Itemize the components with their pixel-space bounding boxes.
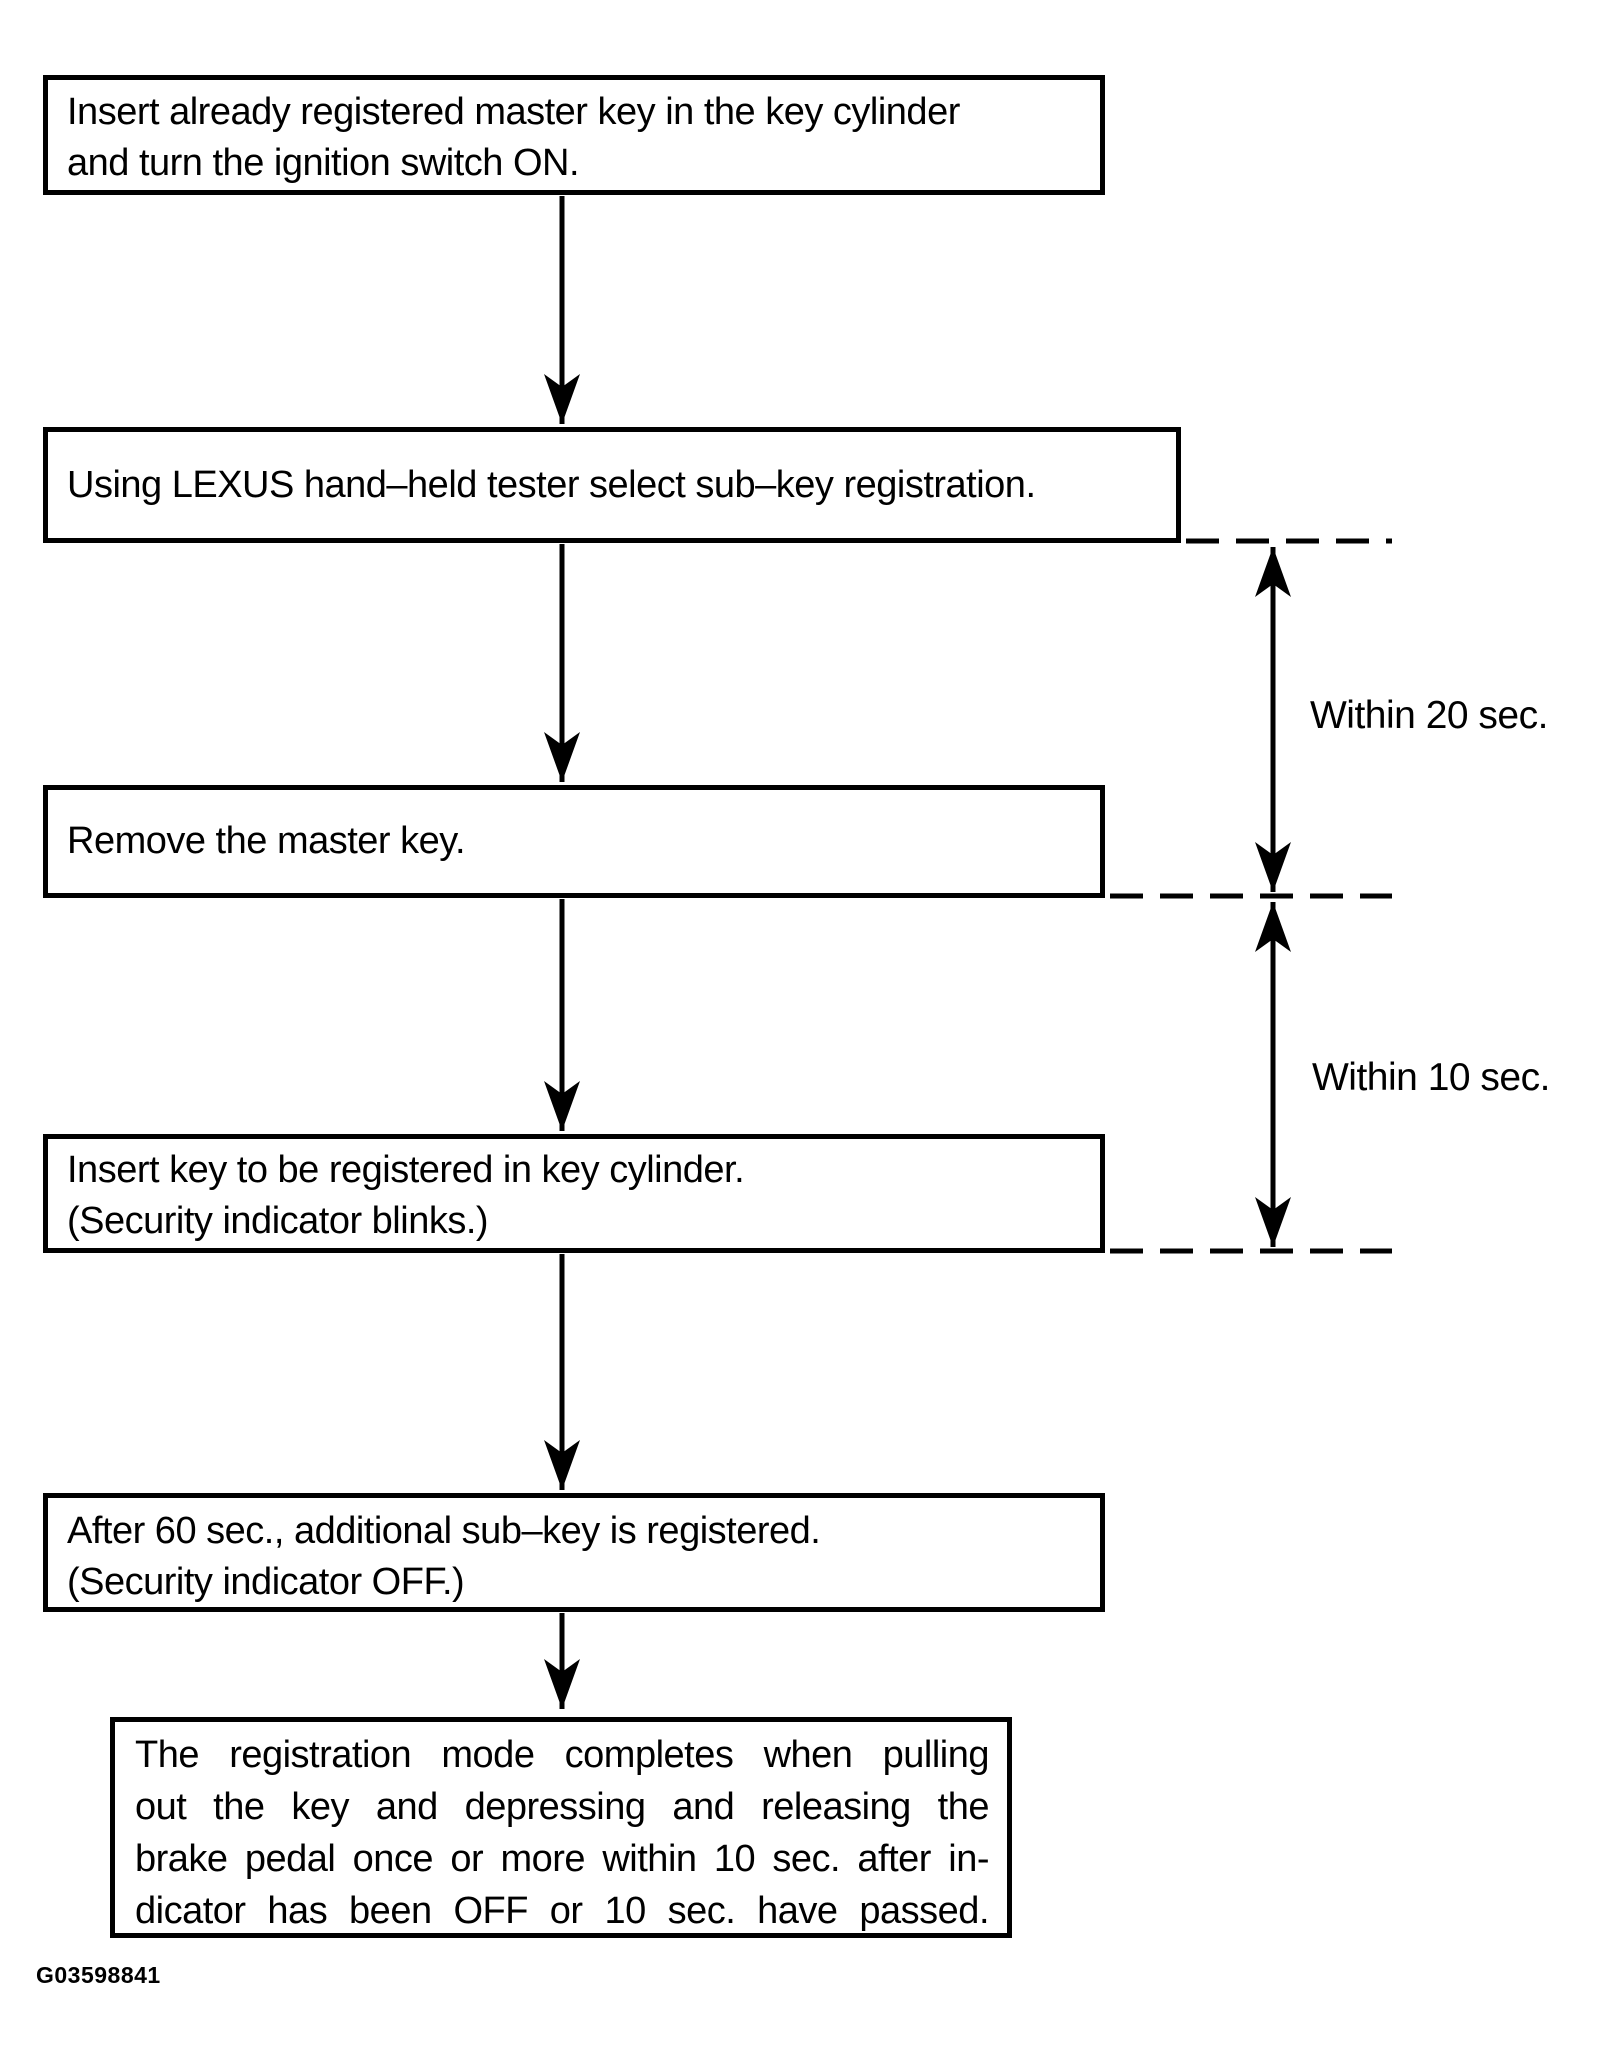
flow-step-5-line-2: (Security indicator OFF.): [67, 1561, 465, 1603]
timing-label-within-10-sec: Within 10 sec.: [1312, 1056, 1550, 1099]
flow-step-6-line-3: brake pedal once or more within 10 sec. …: [135, 1838, 990, 1880]
flow-step-2-line-1: Using LEXUS hand–held tester select sub–…: [67, 463, 1036, 506]
flow-step-1-line-1: Insert already registered master key in …: [67, 91, 960, 133]
flow-step-6-line-4: dicator has been OFF or 10 sec. have pas…: [135, 1890, 990, 1932]
flow-step-3-line-1: Remove the master key.: [67, 820, 466, 862]
flow-step-1-line-2: and turn the ignition switch ON.: [67, 142, 580, 184]
flow-step-6-line-2: out the key and depressing and releasing…: [135, 1786, 990, 1828]
flow-step-3-box: Remove the master key.: [43, 785, 1105, 898]
flow-step-4-line-1: Insert key to be registered in key cylin…: [67, 1149, 745, 1191]
timing-label-within-20-sec: Within 20 sec.: [1310, 694, 1548, 737]
flow-step-5-box: After 60 sec., additional sub–key is reg…: [43, 1493, 1105, 1612]
flow-step-4-box: Insert key to be registered in key cylin…: [43, 1134, 1105, 1253]
flow-step-1-box: Insert already registered master key in …: [43, 75, 1105, 195]
flow-step-6-line-1: The registration mode completes when pul…: [135, 1734, 990, 1776]
flow-step-2-box: Using LEXUS hand–held tester select sub–…: [43, 427, 1181, 543]
flow-step-5-line-1: After 60 sec., additional sub–key is reg…: [67, 1510, 821, 1552]
flow-step-6-box: The registration mode completes when pul…: [110, 1717, 1012, 1938]
flow-step-4-line-2: (Security indicator blinks.): [67, 1200, 489, 1242]
figure-code: G03598841: [36, 1962, 161, 1988]
